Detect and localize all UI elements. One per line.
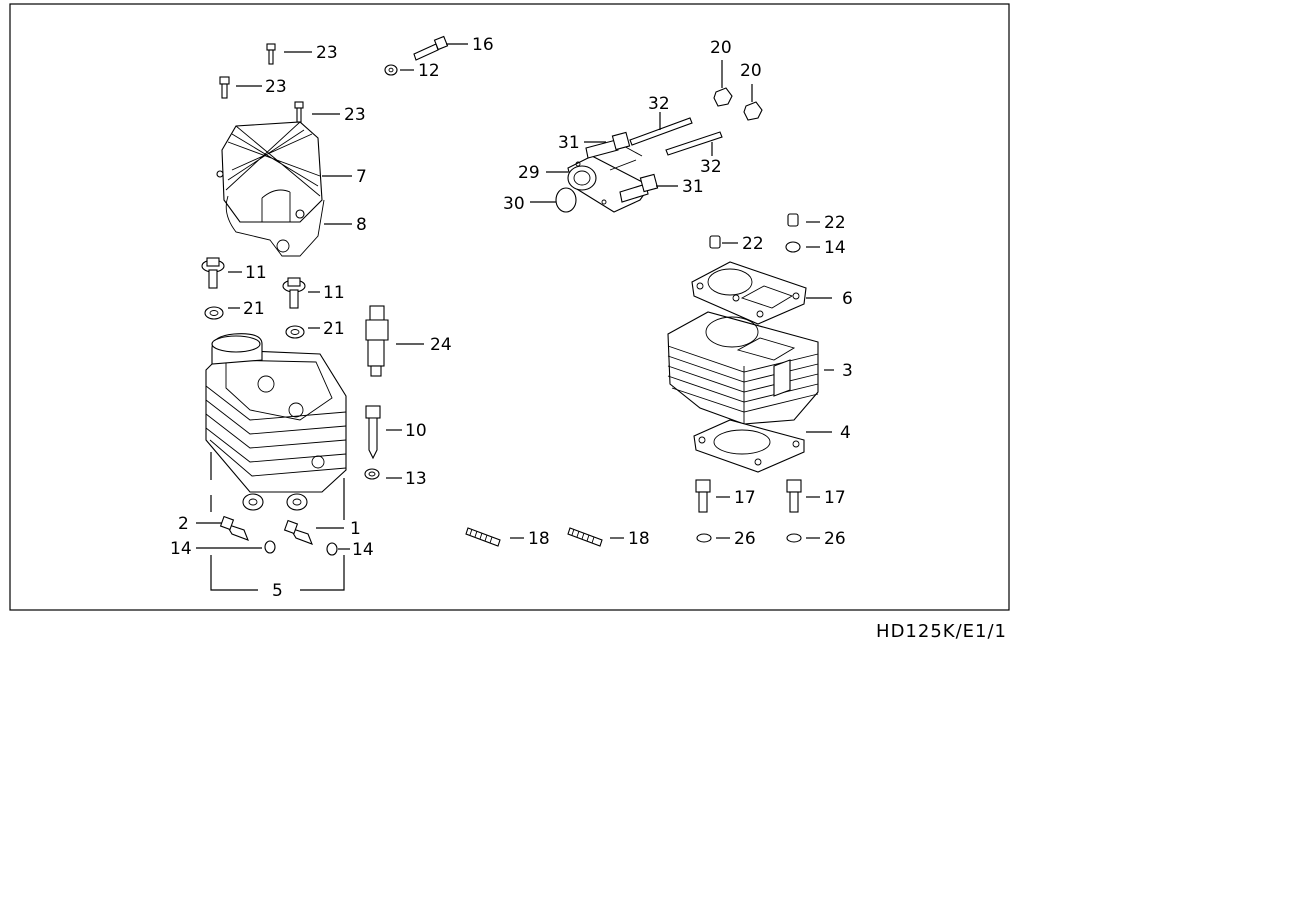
part-valve-guide-a[interactable] [219, 515, 249, 541]
callout-13: 13 [405, 469, 427, 489]
part-bolt-31b[interactable] [619, 173, 659, 203]
callout-23: 23 [265, 77, 287, 97]
callout-31: 31 [682, 177, 704, 197]
leader-lines [196, 43, 834, 550]
part-dowel-22a[interactable] [709, 235, 721, 249]
part-flange-bolt-17b[interactable] [786, 479, 802, 513]
part-bolt-23c[interactable] [294, 101, 304, 123]
part-seal-ring-a[interactable] [242, 493, 264, 511]
callout-3: 3 [842, 361, 853, 381]
callout-12: 12 [418, 61, 440, 81]
part-head-cover-gasket[interactable] [225, 195, 325, 257]
part-flange-bolt-11b[interactable] [282, 277, 306, 309]
part-intake-pipe[interactable] [567, 143, 651, 213]
callout-24: 24 [430, 335, 452, 355]
part-o-ring-26a[interactable] [696, 533, 712, 543]
callout-4: 4 [840, 423, 851, 443]
callout-11: 11 [245, 263, 267, 283]
callout-20: 20 [740, 61, 762, 81]
part-nut-20a[interactable] [713, 87, 733, 107]
callout-10: 10 [405, 421, 427, 441]
part-washer-21a[interactable] [204, 306, 224, 320]
callout-26: 26 [824, 529, 846, 549]
callout-labels: 23 23 23 16 12 7 8 11 11 21 21 24 10 13 … [170, 35, 853, 601]
part-bolt-10[interactable] [365, 405, 381, 460]
drawing-code: HD125K/E1/1 [876, 621, 1007, 642]
part-o-ring-26b[interactable] [786, 533, 802, 543]
callout-11: 11 [323, 283, 345, 303]
diagram-frame [9, 3, 1010, 611]
callout-7: 7 [356, 167, 367, 187]
callout-21: 21 [243, 299, 265, 319]
callout-29: 29 [518, 163, 540, 183]
part-head-gasket[interactable] [691, 261, 807, 325]
part-o-ring-30[interactable] [555, 187, 577, 213]
part-stud-18a[interactable] [465, 527, 501, 547]
callout-21: 21 [323, 319, 345, 339]
part-o-ring-14b[interactable] [326, 542, 338, 556]
part-stud-32a[interactable] [629, 117, 693, 146]
part-nut-20b[interactable] [743, 101, 763, 121]
callout-16: 16 [472, 35, 494, 55]
callout-1: 1 [350, 519, 361, 539]
part-head-cover[interactable] [216, 121, 323, 223]
part-valve-guide-b[interactable] [283, 519, 313, 545]
callout-5: 5 [272, 581, 283, 601]
callout-14: 14 [352, 540, 374, 560]
callout-17: 17 [734, 488, 756, 508]
part-cylinder-block[interactable] [667, 311, 819, 425]
callout-8: 8 [356, 215, 367, 235]
callout-22: 22 [824, 213, 846, 233]
part-bolt-23a[interactable] [266, 43, 276, 65]
part-o-ring-14a[interactable] [264, 540, 276, 554]
callout-30: 30 [503, 194, 525, 214]
part-base-gasket[interactable] [693, 419, 805, 473]
callout-17: 17 [824, 488, 846, 508]
callout-31: 31 [558, 133, 580, 153]
callout-32: 32 [700, 157, 722, 177]
callout-32: 32 [648, 94, 670, 114]
callout-18: 18 [528, 529, 550, 549]
part-washer-21b[interactable] [285, 325, 305, 339]
callout-22: 22 [742, 234, 764, 254]
callout-14: 14 [824, 238, 846, 258]
part-flange-bolt-17a[interactable] [695, 479, 711, 513]
part-washer-12[interactable] [384, 64, 398, 76]
part-bolt-23b[interactable] [219, 76, 230, 99]
part-spark-plug[interactable] [365, 305, 389, 377]
callout-2: 2 [178, 514, 189, 534]
part-bolt-16[interactable] [413, 35, 449, 61]
callout-23: 23 [344, 105, 366, 125]
callout-14: 14 [170, 539, 192, 559]
part-dowel-22b[interactable] [787, 213, 799, 227]
part-seal-ring-b[interactable] [286, 493, 308, 511]
part-stud-32b[interactable] [665, 131, 723, 156]
callout-20: 20 [710, 38, 732, 58]
callout-6: 6 [842, 289, 853, 309]
part-flange-bolt-11a[interactable] [201, 257, 225, 289]
part-stud-18b[interactable] [567, 527, 603, 547]
callout-18: 18 [628, 529, 650, 549]
part-bolt-31a[interactable] [585, 131, 631, 159]
part-washer-13[interactable] [364, 468, 380, 480]
group-bracket-5 [210, 452, 345, 591]
callout-26: 26 [734, 529, 756, 549]
part-cylinder-head[interactable] [205, 333, 347, 493]
part-o-ring-14c[interactable] [785, 241, 801, 253]
callout-23: 23 [316, 43, 338, 63]
